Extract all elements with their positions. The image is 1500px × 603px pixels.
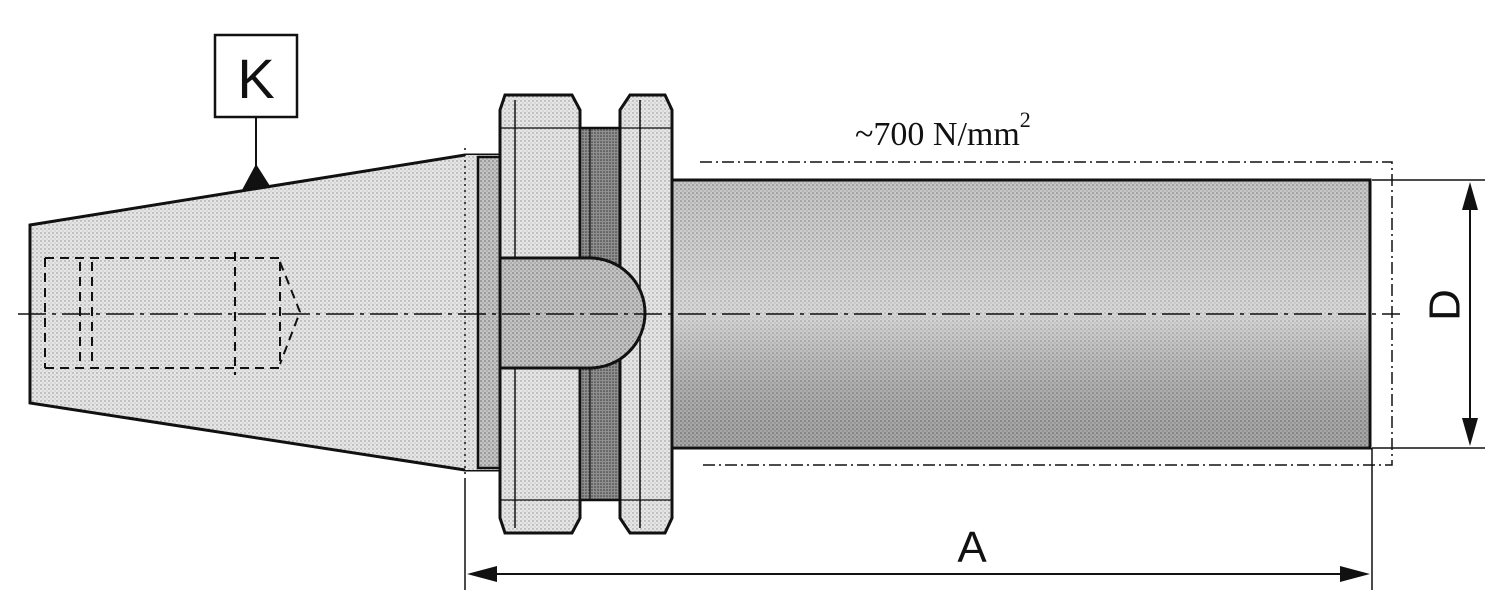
- taper-marker: K: [213, 33, 299, 190]
- taper-cone: [28, 148, 504, 478]
- strength-label: ~700 N/mm2: [855, 107, 1031, 153]
- length-label: A: [957, 523, 987, 572]
- taper-marker-label: K: [237, 47, 274, 110]
- diameter-dimension: D: [1372, 179, 1485, 449]
- length-dimension: A: [464, 448, 1373, 590]
- internal-bore-hidden-lines: [44, 252, 302, 375]
- diameter-label: D: [1421, 289, 1470, 321]
- marker-triangle-icon: [242, 164, 270, 190]
